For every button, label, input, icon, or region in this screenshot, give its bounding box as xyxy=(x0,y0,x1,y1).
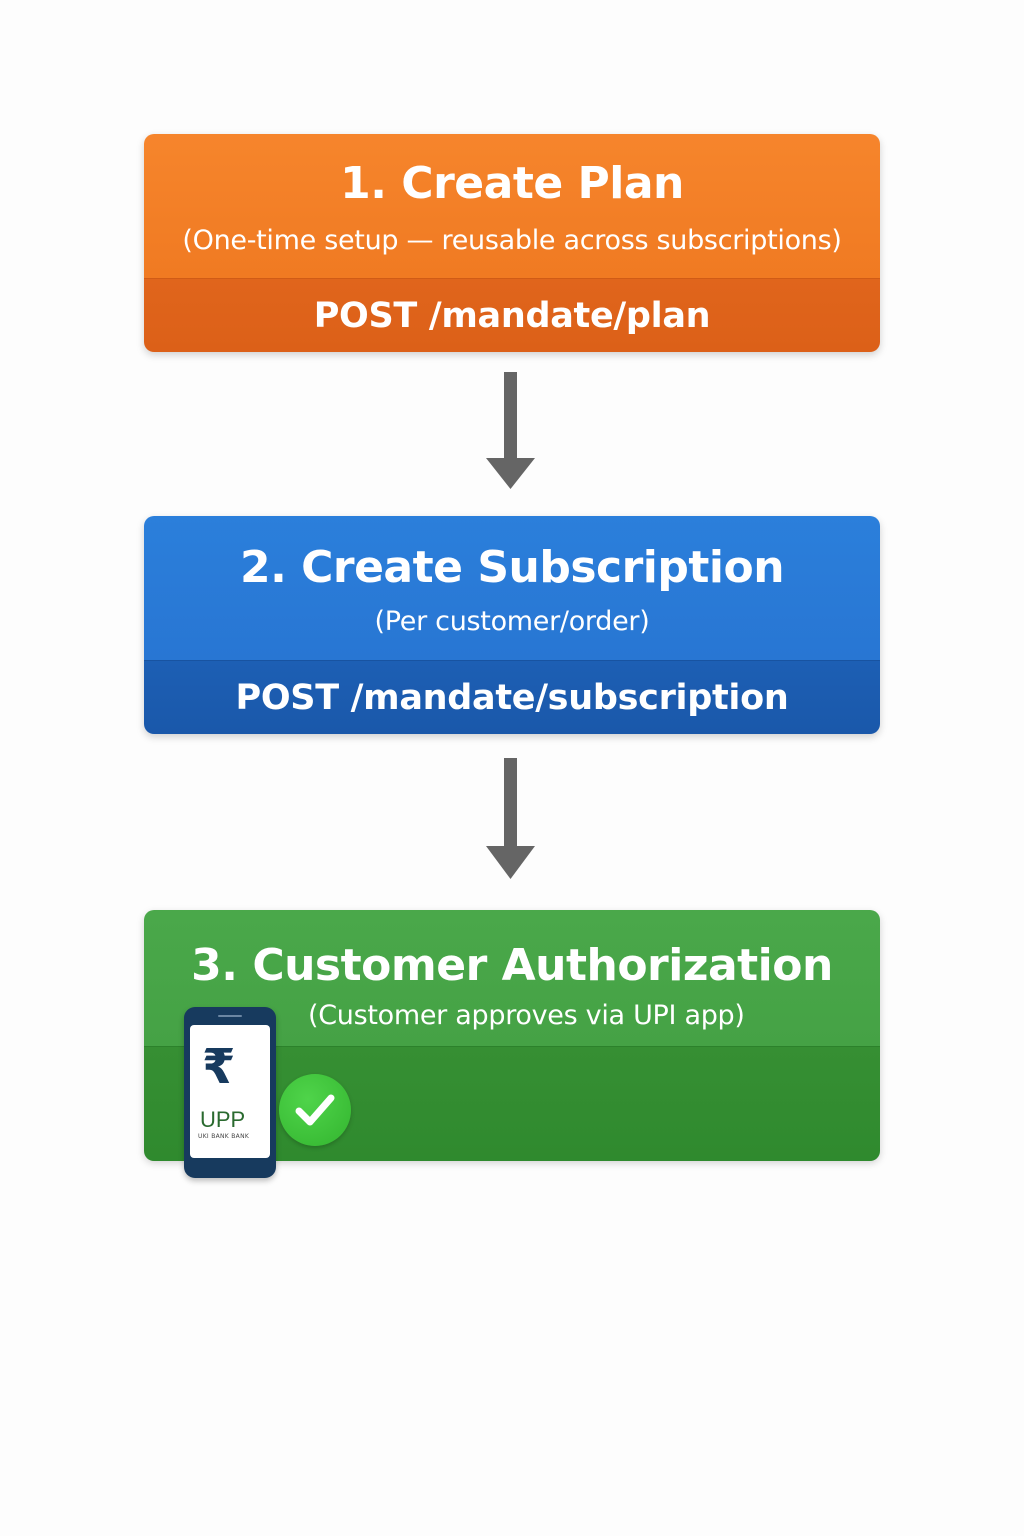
check-circle-icon xyxy=(279,1074,351,1146)
step-create-plan: 1. Create Plan (One-time setup — reusabl… xyxy=(144,134,880,352)
smartphone-icon: ₹ UPP UKI BANK BANK xyxy=(184,1007,276,1178)
upi-tagline: UKI BANK BANK xyxy=(198,1133,250,1140)
step-endpoint-band: POST /mandate/subscription xyxy=(144,660,880,734)
phone-speaker xyxy=(218,1015,242,1017)
arrow-down-icon xyxy=(486,372,536,490)
step-subtitle: (One-time setup — reusable across subscr… xyxy=(182,225,842,256)
step-create-subscription: 2. Create Subscription (Per customer/ord… xyxy=(144,516,880,734)
step-subtitle: (Customer approves via UPI app) xyxy=(308,1000,745,1031)
upi-brand-label: UPP xyxy=(200,1107,246,1132)
step-subtitle: (Per customer/order) xyxy=(374,606,650,637)
step-header: 2. Create Subscription (Per customer/ord… xyxy=(144,516,880,660)
phone-screen: ₹ UPP UKI BANK BANK xyxy=(190,1025,270,1158)
step-endpoint: POST /mandate/plan xyxy=(313,296,711,336)
step-header: 1. Create Plan (One-time setup — reusabl… xyxy=(144,134,880,278)
step-title: 3. Customer Authorization xyxy=(191,940,833,991)
step-customer-authorization: 3. Customer Authorization (Customer appr… xyxy=(144,910,880,1178)
step-title: 1. Create Plan xyxy=(340,158,684,209)
step-endpoint-band: POST /mandate/plan xyxy=(144,278,880,352)
step-title: 2. Create Subscription xyxy=(239,542,785,593)
step-endpoint: POST /mandate/subscription xyxy=(235,678,789,718)
rupee-icon: ₹ xyxy=(202,1039,236,1095)
arrow-down-icon xyxy=(486,758,536,880)
